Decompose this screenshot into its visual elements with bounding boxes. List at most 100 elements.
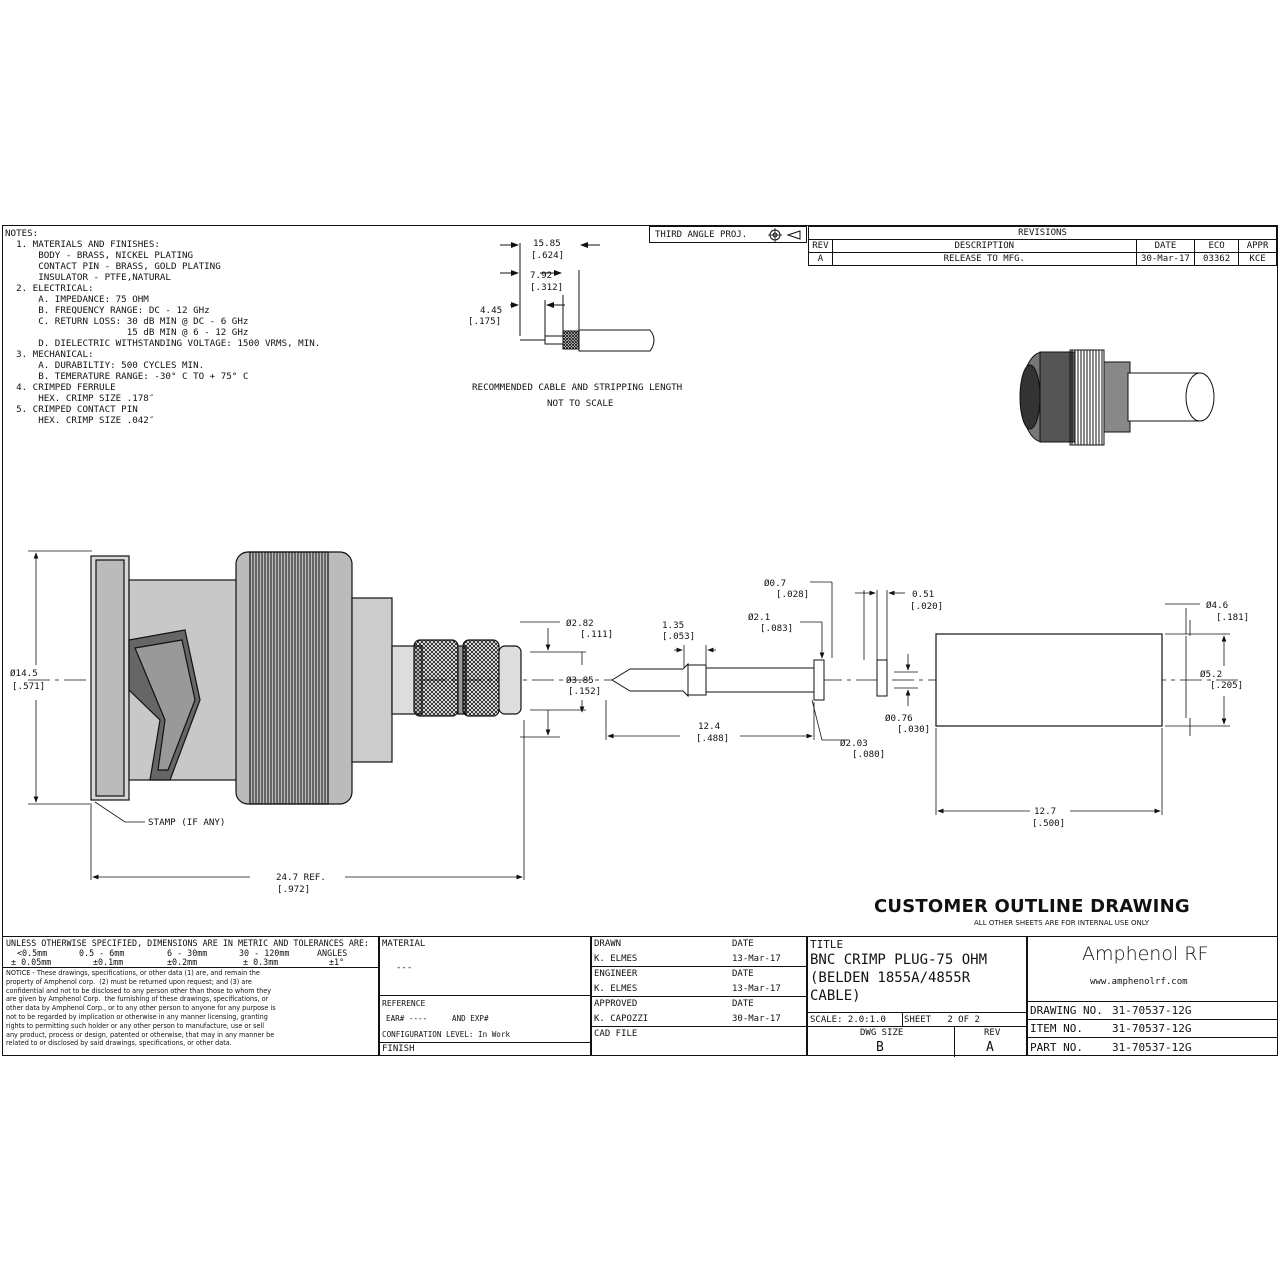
note-line: 3. MECHANICAL:: [5, 349, 94, 360]
drawn-name: K. ELMES: [594, 954, 638, 964]
note-line: B. TEMERATURE RANGE: -30° C TO + 75° C: [5, 371, 249, 382]
notes-block: NOTES: 1. MATERIALS AND FINISHES: BODY -…: [5, 228, 320, 426]
dwg-size-value: B: [876, 1040, 884, 1055]
contact-pin: [611, 659, 825, 701]
approved-label: APPROVED: [594, 999, 638, 1009]
pin-124-in: [.488]: [696, 733, 729, 744]
item-no: 31-70537-12G: [1112, 1022, 1192, 1035]
item-no-label: ITEM NO.: [1030, 1022, 1083, 1035]
revision-description: RELEASE TO MFG.: [831, 252, 1137, 266]
title-line-1: BNC CRIMP PLUG-75 OHM: [810, 952, 988, 968]
title-label: TITLE: [810, 938, 844, 951]
ins-d076-in: [.030]: [897, 724, 930, 735]
revision-eco: 03362: [1194, 252, 1240, 266]
note-line: HEX. CRIMP SIZE .178″: [5, 393, 155, 404]
dwg-size-label: DWG SIZE: [860, 1028, 904, 1038]
cable-dim-3-mm: 4.45: [480, 305, 502, 316]
cable-dim-1-in: [.624]: [531, 250, 564, 261]
approved-date: 30-Mar-17: [732, 1014, 781, 1024]
note-line: HEX. CRIMP SIZE .042″: [5, 415, 155, 426]
dia-282-mm: Ø2.82: [566, 618, 594, 629]
material-cell: MATERIAL --- REFERENCE EAR# ---- AND EXP…: [379, 936, 591, 1056]
length-mm: 24.7 REF.: [276, 872, 326, 883]
ins-d076-mm: Ø0.76: [885, 713, 913, 724]
pin-135-mm: 1.35: [662, 620, 684, 631]
company-website: www.amphenolrf.com: [1090, 977, 1188, 987]
revision-appr: KCE: [1238, 252, 1277, 266]
crimp-ferrule: [935, 633, 1163, 727]
cable-caption-scale: NOT TO SCALE: [547, 398, 613, 409]
tol-value-4: ± 0.3mm: [243, 957, 279, 967]
insulator: [876, 659, 888, 697]
cable-dim-2-mm: 7.92: [530, 270, 552, 281]
scale-label: SCALE: 2.0:1.0: [810, 1015, 886, 1025]
drawn-label: DRAWN: [594, 939, 622, 949]
engineer-date-label: DATE: [732, 969, 754, 979]
pin-135-in: [.053]: [662, 631, 695, 642]
pin-d21-in: [.083]: [760, 623, 793, 634]
pin-d203-in: [.080]: [852, 749, 885, 760]
note-line: BODY - BRASS, NICKEL PLATING: [5, 250, 194, 261]
engineer-date: 13-Mar-17: [732, 984, 781, 994]
rev-value: A: [986, 1040, 994, 1055]
fer-127-mm: 12.7: [1034, 806, 1056, 817]
tol-value-1: ± 0.05mm: [11, 957, 52, 967]
title-line-3: CABLE): [810, 988, 861, 1004]
engineer-name: K. ELMES: [594, 984, 638, 994]
dia-385-mm: Ø3.85: [566, 675, 594, 686]
tol-range-4: 30 - 120mm: [239, 948, 290, 958]
tol-value-2: ±0.1mm: [93, 957, 124, 967]
projection-symbol-icon: [768, 228, 801, 242]
connector-isometric: [1019, 349, 1215, 446]
fer-d52-in: [.205]: [1210, 680, 1243, 691]
note-line: 4. CRIMPED FERRULE: [5, 382, 116, 393]
pin-d07-mm: Ø0.7: [764, 578, 786, 589]
engineer-label: ENGINEER: [594, 969, 638, 979]
body-dia-in: [.571]: [12, 681, 45, 692]
cable-sketch: [500, 242, 655, 352]
pin-d07-in: [.028]: [776, 589, 809, 600]
signoff-cell: DRAWN DATE K. ELMES 13-Mar-17 ENGINEER D…: [591, 936, 807, 1056]
pin-dimensions: [605, 581, 848, 741]
length-in: [.972]: [277, 884, 310, 895]
note-line: 5. CRIMPED CONTACT PIN: [5, 404, 138, 415]
insulator-dimensions: [855, 590, 918, 706]
note-line: 1. MATERIALS AND FINISHES:: [5, 239, 160, 250]
note-line: 15 dB MIN @ 6 - 12 GHz: [5, 327, 249, 338]
revision-row: A RELEASE TO MFG. 30-Mar-17 03362 KCE: [808, 252, 1277, 266]
note-line: B. FREQUENCY RANGE: DC - 12 GHz: [5, 305, 210, 316]
note-line: 2. ELECTRICAL:: [5, 283, 94, 294]
finish-label: FINISH: [382, 1044, 415, 1054]
ins-051-in: [.020]: [910, 601, 943, 612]
cable-dim-2-in: [.312]: [530, 282, 563, 293]
approved-date-label: DATE: [732, 999, 754, 1009]
title-line-2: (BELDEN 1855A/4855R: [810, 970, 971, 986]
material-value: ---: [396, 963, 413, 973]
sheet-label: SHEET 2 OF 2: [904, 1015, 980, 1025]
reference-label: REFERENCE: [382, 999, 426, 1008]
cable-caption: RECOMMENDED CABLE AND STRIPPING LENGTH: [472, 382, 682, 393]
company-cell: Amphenol RF www.amphenolrf.com DRAWING N…: [1027, 936, 1278, 1056]
drawn-date-label: DATE: [732, 939, 754, 949]
pin-124-mm: 12.4: [698, 721, 721, 732]
projection-box: THIRD ANGLE PROJ.: [649, 226, 807, 243]
fer-d52-mm: Ø5.2: [1200, 669, 1222, 680]
tol-range-5: ANGLES: [317, 948, 348, 958]
drawing-no-label: DRAWING NO.: [1030, 1004, 1103, 1017]
pin-d203-mm: Ø2.03: [840, 738, 868, 749]
note-line: C. RETURN LOSS: 30 dB MIN @ DC - 6 GHz: [5, 316, 249, 327]
tol-range-3: 6 - 30mm: [167, 948, 208, 958]
note-line: A. IMPEDANCE: 75 OHM: [5, 294, 149, 305]
note-line: NOTES:: [5, 228, 39, 239]
tolerance-header: UNLESS OTHERWISE SPECIFIED, DIMENSIONS A…: [6, 938, 370, 948]
internal-use-note: ALL OTHER SHEETS ARE FOR INTERNAL USE ON…: [974, 919, 1150, 927]
note-line: A. DURABILTIY: 500 CYCLES MIN.: [5, 360, 205, 371]
exp-label: AND EXP#: [452, 1014, 489, 1023]
config-level: CONFIGURATION LEVEL: In Work: [382, 1030, 511, 1039]
note-line: CONTACT PIN - BRASS, GOLD PLATING: [5, 261, 221, 272]
stamp-label: STAMP (IF ANY): [148, 817, 225, 828]
fer-d46-mm: Ø4.6: [1206, 600, 1228, 611]
note-line: INSULATOR - PTFE,NATURAL: [5, 272, 171, 283]
dia-282-in: [.111]: [580, 629, 613, 640]
